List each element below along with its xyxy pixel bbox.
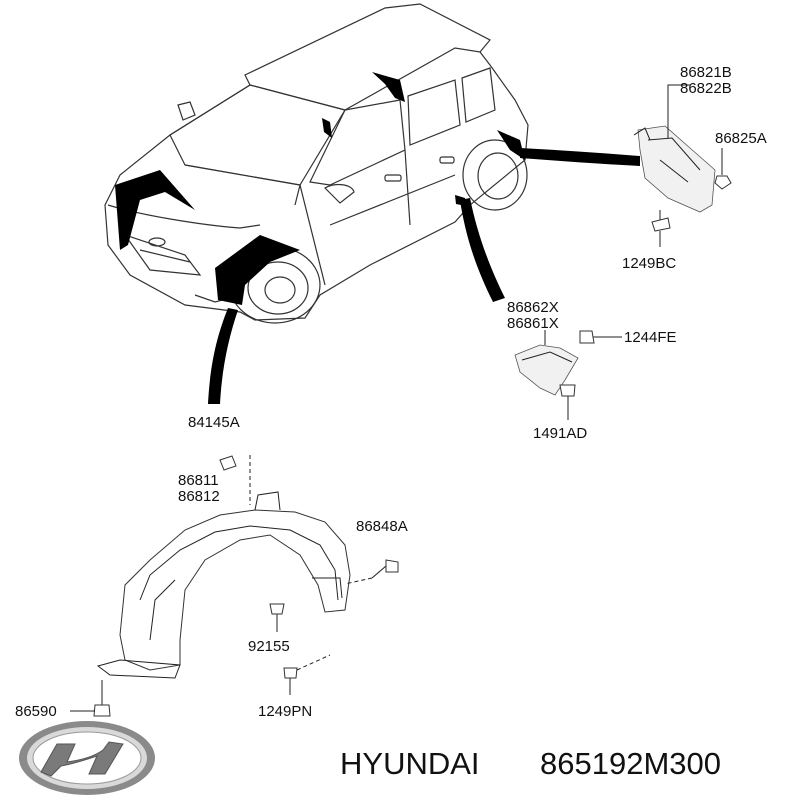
pointer-arrows [208,148,640,404]
label-92155: 92155 [248,638,290,655]
label-86590: 86590 [15,703,57,720]
label-1491AD: 1491AD [533,425,587,442]
label-86848A: 86848A [356,518,408,535]
front-wheel-guard [70,455,399,717]
label-1249PN: 1249PN [258,703,312,720]
label-86862X: 86862X [507,299,559,316]
label-86861X: 86861X [507,315,559,332]
car-illustration [104,3,529,324]
label-84145A: 84145A [188,414,240,431]
label-1249BC: 1249BC [622,255,676,272]
label-86822B: 86822B [680,80,732,97]
hyundai-logo-icon [19,721,155,795]
caption-brand: HYUNDAI [340,746,480,781]
rear-mud-guard [633,84,732,247]
label-86825A: 86825A [715,130,767,147]
label-86811: 86811 [178,472,219,489]
caption-part-number: 865192M300 [540,746,721,781]
label-86812: 86812 [178,488,220,505]
label-86821B: 86821B [680,64,732,81]
side-mud-flap [514,330,622,420]
label-1244FE: 1244FE [624,329,677,346]
